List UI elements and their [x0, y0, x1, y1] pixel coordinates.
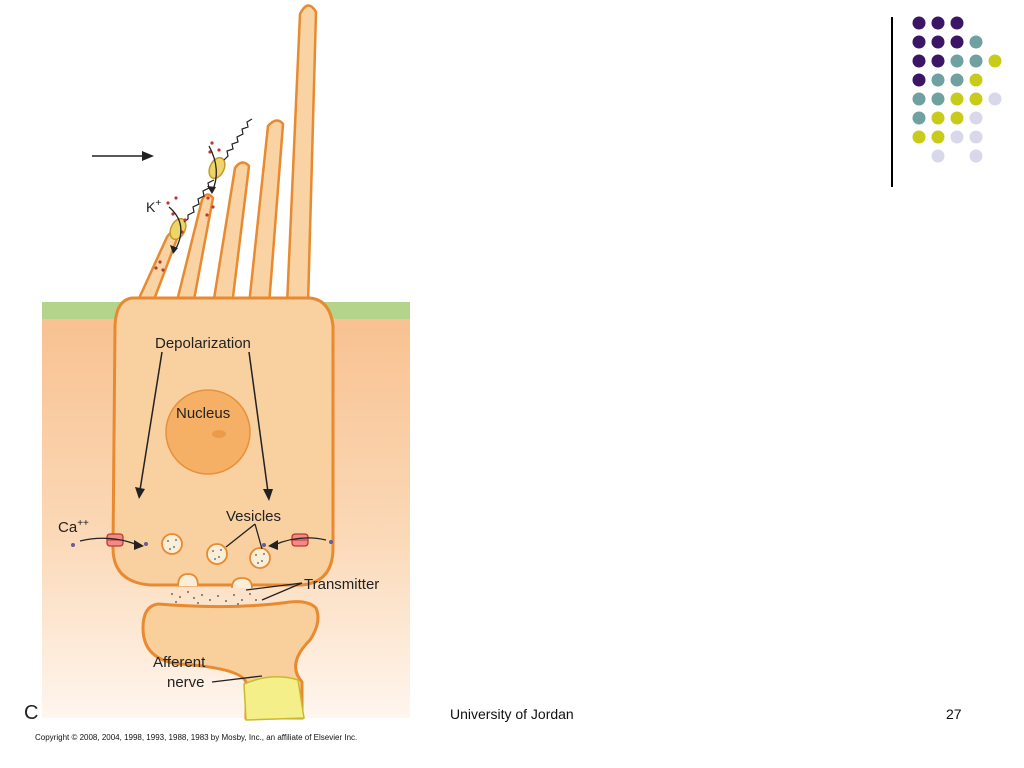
nucleus: [165, 389, 251, 475]
decorative-dot: [912, 35, 926, 49]
page-number: 27: [946, 706, 962, 722]
footer-organization: University of Jordan: [450, 706, 574, 722]
decorative-dot: [988, 54, 1002, 68]
transmitter-label: Transmitter: [304, 576, 379, 593]
decorative-dot: [912, 54, 926, 68]
ca-flux-arrowhead: [134, 540, 144, 550]
ca-ion-label: Ca++: [58, 518, 89, 536]
decorative-dot: [912, 16, 926, 30]
depolarization-arrow-right: [248, 351, 269, 493]
decorative-dot: [988, 92, 1002, 106]
decorative-dot: [931, 54, 945, 68]
decorative-dot: [969, 73, 983, 87]
decorative-dot: [950, 111, 964, 125]
decorative-dot: [969, 111, 983, 125]
transduction-channels: [169, 156, 226, 241]
decorative-dot: [969, 54, 983, 68]
stereocilia: [134, 4, 318, 307]
fusing-vesicles: [177, 573, 253, 589]
decorative-dot: [969, 35, 983, 49]
leader-lines: [211, 523, 303, 683]
decorative-dot: [950, 130, 964, 144]
decorative-divider-line: [891, 17, 893, 187]
transmitter-molecules: [171, 591, 257, 605]
nucleus-label: Nucleus: [176, 405, 230, 422]
decorative-dot: [931, 111, 945, 125]
vesicle-contents: [167, 539, 265, 564]
calcium-channels: [106, 533, 309, 547]
depolarization-arrow-left: [139, 351, 163, 491]
decorative-dot: [950, 54, 964, 68]
nucleolus: [212, 430, 226, 438]
ca-flux-arrowhead: [268, 540, 278, 550]
decorative-dot: [931, 149, 945, 163]
decorative-dot: [969, 130, 983, 144]
vesicles-label: Vesicles: [226, 508, 281, 525]
decorative-dot: [931, 35, 945, 49]
depolarization-arrowhead: [135, 487, 145, 499]
decorative-dot: [931, 73, 945, 87]
decorative-dot: [912, 92, 926, 106]
footer-left-text: C: [24, 702, 39, 724]
decorative-dot: [969, 92, 983, 106]
ca-flux-arrows: [79, 537, 327, 546]
decorative-dot: [912, 73, 926, 87]
decorative-dot: [950, 92, 964, 106]
decorative-dot: [969, 149, 983, 163]
decorative-dot: [950, 35, 964, 49]
decorative-dot: [931, 16, 945, 30]
vesicles: [161, 533, 271, 569]
decorative-dot: [950, 16, 964, 30]
k-flux-arrowhead: [207, 186, 216, 194]
decorative-dot: [931, 130, 945, 144]
afferent-label: Afferent: [153, 654, 206, 671]
k-flux-arrowhead: [170, 245, 178, 254]
nerve-label: nerve: [167, 674, 205, 691]
myelin-sheath: [243, 676, 305, 721]
decorative-dot: [912, 130, 926, 144]
stimulus-arrowhead: [142, 151, 154, 161]
copyright-notice: Copyright © 2008, 2004, 1998, 1993, 1988…: [35, 733, 358, 742]
k-ion-label: K+: [146, 198, 161, 215]
decorative-dot: [931, 92, 945, 106]
decorative-dot: [912, 111, 926, 125]
ca-ion-dots: [71, 540, 333, 547]
decorative-dot: [950, 73, 964, 87]
depolarization-arrowhead: [263, 489, 273, 501]
depolarization-label: Depolarization: [155, 335, 251, 352]
k-ion-dots: [154, 141, 221, 272]
decorative-dot-grid: [912, 16, 1002, 163]
